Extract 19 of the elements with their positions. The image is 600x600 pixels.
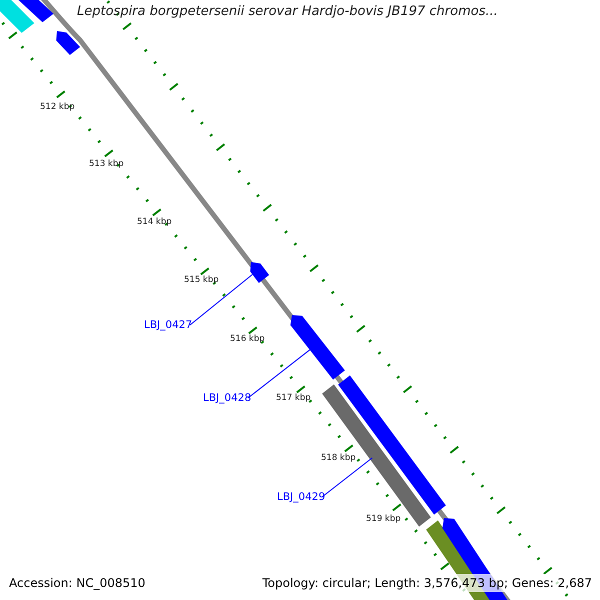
gene-label: LBJ_0429 bbox=[277, 490, 326, 506]
position-label: 515 kbp bbox=[184, 274, 219, 287]
leader-line bbox=[190, 274, 253, 326]
position-label: 516 kbp bbox=[230, 333, 265, 346]
position-label: 517 kbp bbox=[276, 392, 311, 405]
leader-line bbox=[248, 349, 310, 398]
gene-label: LBJ_0428 bbox=[203, 391, 252, 407]
position-label: 512 kbp bbox=[40, 101, 75, 114]
position-label: 519 kbp bbox=[366, 513, 401, 526]
position-label: 513 kbp bbox=[89, 158, 124, 171]
accession-label: Accession: NC_008510 bbox=[9, 575, 146, 592]
leader-line bbox=[322, 457, 373, 498]
position-label: 518 kbp bbox=[321, 452, 356, 465]
map-title: Leptospira borgpetersenii serovar Hardjo-bovis JB197 chromos... bbox=[77, 3, 498, 21]
gene-label: LBJ_0427 bbox=[144, 318, 192, 334]
summary-label: Topology: circular; Length: 3,576,473 bp; Genes: 2,687 bbox=[262, 574, 592, 592]
gene-feature bbox=[250, 262, 270, 283]
gene-feature bbox=[290, 315, 345, 380]
position-label: 514 kbp bbox=[137, 216, 172, 229]
